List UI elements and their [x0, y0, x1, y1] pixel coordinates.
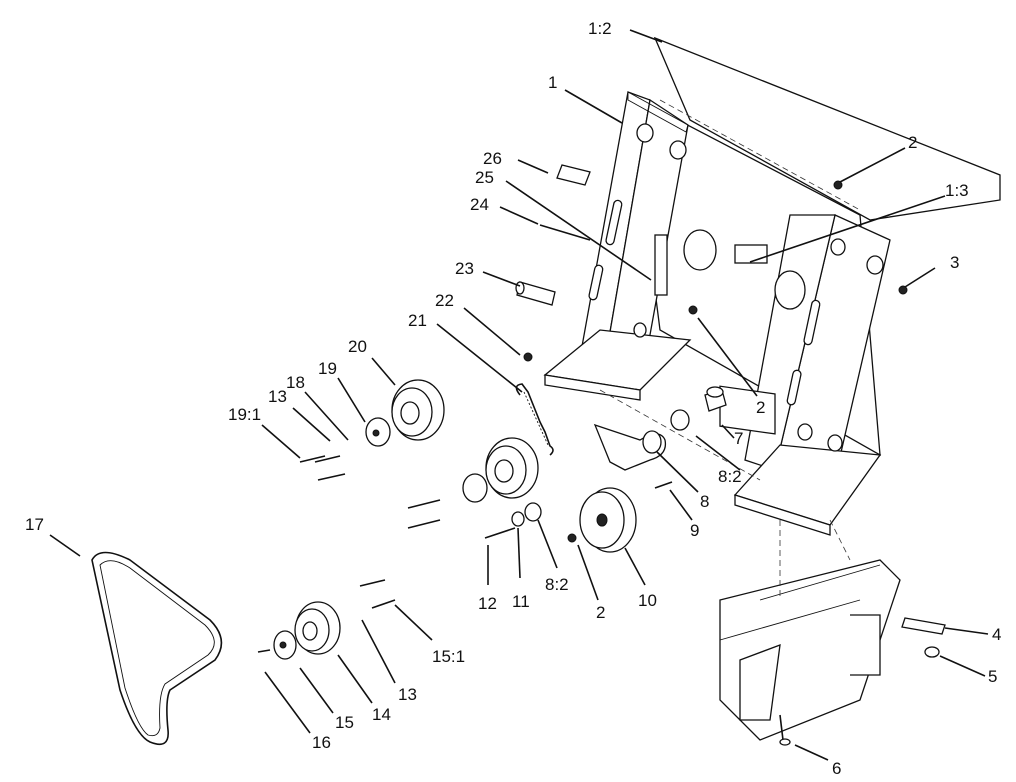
callout-15-1: 15:1	[432, 647, 465, 666]
callout-19: 19	[318, 359, 337, 378]
hub-19	[365, 417, 391, 447]
callout-5: 5	[988, 667, 997, 686]
callout-16: 16	[312, 733, 331, 752]
callout-24: 24	[470, 195, 489, 214]
shaft-spacer-23	[515, 281, 556, 306]
callout-15: 15	[335, 713, 354, 732]
callout-4: 4	[992, 625, 1001, 644]
callout-2: 2	[908, 133, 917, 152]
callout-19-1: 19:1	[228, 405, 261, 424]
callout-1-3: 1:3	[945, 181, 969, 200]
idler-pulley-10	[579, 487, 637, 553]
callout-1-2: 1:2	[588, 19, 612, 38]
leader-lines	[49, 29, 989, 761]
hub-15	[273, 630, 297, 660]
callout-6: 6	[832, 759, 841, 778]
callout-26: 26	[483, 149, 502, 168]
callout-18: 18	[286, 373, 305, 392]
pulley-20	[391, 379, 445, 441]
callout-13: 13	[268, 387, 287, 406]
pulley-14	[294, 601, 341, 655]
lower-mount-bracket	[719, 519, 901, 741]
callout-2: 2	[596, 603, 605, 622]
callout-2: 2	[756, 398, 765, 417]
callout-17: 17	[25, 515, 44, 534]
main-frame-part	[543, 36, 1001, 536]
callout-8-2: 8:2	[545, 575, 569, 594]
callout-3: 3	[950, 253, 959, 272]
callout-7: 7	[734, 429, 743, 448]
callout-14: 14	[372, 705, 391, 724]
pulley-middle	[485, 437, 539, 499]
pin-24	[539, 224, 591, 241]
idler-arm-8	[593, 423, 667, 471]
callout-labels: 1:2 1 2 26 25 1:3 24 3 23 22 21 20 19 18…	[25, 19, 1001, 778]
bushings-7-8-2	[511, 386, 727, 527]
callout-25: 25	[475, 168, 494, 187]
callout-22: 22	[435, 291, 454, 310]
callout-9: 9	[690, 521, 699, 540]
callout-8: 8	[700, 492, 709, 511]
fasteners	[257, 180, 946, 746]
bracket-26	[556, 164, 591, 186]
drive-belt	[91, 551, 223, 746]
callout-8-2: 8:2	[718, 467, 742, 486]
callout-12: 12	[478, 594, 497, 613]
callout-21: 21	[408, 311, 427, 330]
callout-10: 10	[638, 591, 657, 610]
callout-23: 23	[455, 259, 474, 278]
callout-20: 20	[348, 337, 367, 356]
callout-11: 11	[512, 592, 530, 611]
hub-middle	[462, 473, 488, 503]
callout-1: 1	[548, 73, 557, 92]
callout-13: 13	[398, 685, 417, 704]
